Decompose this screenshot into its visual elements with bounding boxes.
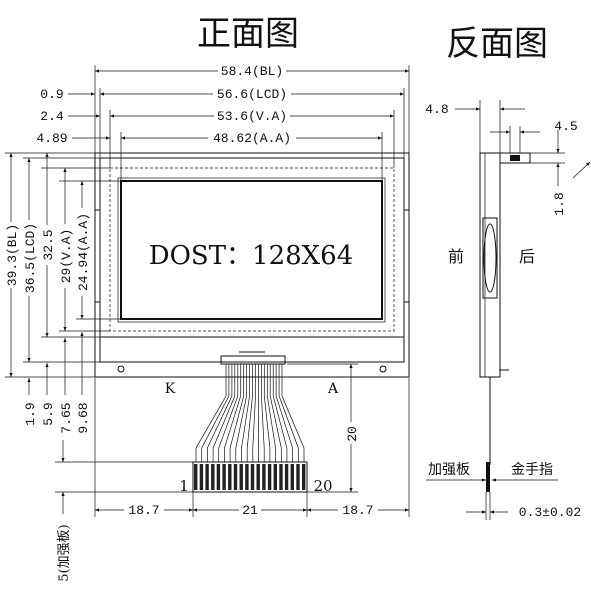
fpc-gold-finger [250,464,255,490]
side-gold-finger-label: 金手指 [511,462,553,478]
fpc-gold-finger [239,464,243,490]
pin-last-label: 20 [313,477,332,495]
side-connector [482,217,498,299]
fpc-trace [224,364,242,462]
dim-offset-1: 2.4 [40,109,64,124]
dim-stiffener: 5(加强板) [57,524,72,581]
led-hole-left [117,365,125,373]
dim-bottom-offset-1: 5.9 [41,402,56,425]
fpc-gold-fingers [194,464,306,490]
fpc-gold-finger [211,464,215,490]
dim-bottom-middle: 21 [242,503,258,518]
dim-lcd-width: 56.6(LCD) [217,87,287,102]
fpc-gold-finger [279,464,283,490]
fpc-trace [281,364,305,462]
fpc-gold-finger [284,464,289,490]
side-front-label: 前 [448,247,464,266]
dim-lcd-height: 36.5(LCD) [23,223,38,293]
dim-bl-height: 39.3(BL) [5,224,20,286]
fpc-gold-finger [256,464,260,490]
fpc-trace [201,364,230,462]
fpc-gold-finger [222,464,226,490]
lcd-glass-outline [99,157,405,363]
fpc-gold-finger [228,464,232,490]
horizontal-dimensions: 58.4(BL) 56.6(LCD) 53.6(V.A) 48.62(A.A) … [36,63,410,181]
fpc-connector [220,355,286,365]
active-area-outline [120,180,383,320]
side-dim-tab-offset: 1.8 [552,192,567,215]
fpc-gold-finger [267,464,272,490]
marker-k: K [165,381,176,397]
fpc-stiffener [192,461,308,493]
fpc-trace [207,364,233,462]
bottom-dimensions: 18.7 21 18.7 [94,378,410,518]
dim-bottom-offset-3: 9.68 [76,402,91,433]
dim-bottom-left: 18.7 [128,503,159,518]
vertical-dimensions: 39.3(BL) 36.5(LCD) 32.5 29(V.A) 24.94(A.… [4,152,121,434]
fpc-gold-finger [245,464,249,490]
fpc-trace [229,364,245,462]
back-view-title: 反面图 [446,24,548,64]
fpc-gold-finger [199,464,204,490]
fpc-gold-finger [290,464,294,490]
fpc-trace [212,364,236,462]
dim-bl-width: 58.4(BL) [221,64,283,79]
dim-bottom-right: 18.7 [342,503,373,518]
fpc-gold-finger [233,464,238,490]
dim-aa-width: 48.62(A.A) [213,131,291,146]
side-top-tab [499,152,531,164]
fpc-cable: 1 20 [179,351,333,495]
fpc-gold-finger [205,464,209,490]
fpc-trace [241,364,250,462]
dim-32-5-height: 32.5 [41,229,56,260]
backlight-outline [94,152,410,378]
fpc-trace [195,364,227,462]
dim-va-height: 29(V.A) [59,229,74,284]
fpc-trace [218,364,239,462]
side-back-label: 后 [519,247,535,266]
fpc-gold-finger [194,464,198,490]
fpc-gold-finger [262,464,266,490]
fpc-gold-finger [216,464,221,490]
display-text: DOST：128X64 [149,241,354,271]
side-stiffener-label: 加强板 [428,462,470,478]
fpc-trace [275,364,293,462]
fpc-gold-finger [296,464,300,490]
dim-va-width: 53.6(V.A) [217,109,287,124]
side-dim-top-width: 4.8 [425,102,448,117]
fpc-trace [261,364,265,462]
fpc-trace [269,364,282,462]
dim-bottom-offset-0: 1.9 [23,402,38,425]
dim-offset-0: 0.9 [40,87,63,102]
fpc-trace [252,364,256,462]
fpc-trace [272,364,288,462]
front-view-title: 正面图 [197,14,299,54]
fpc-dimensions: 20 5(加强板) [55,363,360,582]
side-view: 前 后 4.8 4.5 1.8 加强板 金手指 0.3±0.02 [425,100,591,520]
dim-fpc-length: 20 [345,426,360,442]
fpc-trace [278,364,299,462]
fpc-trace [263,364,271,462]
marker-a: A [327,381,339,397]
dim-offset-2: 4.89 [36,131,67,146]
active-area-border [117,177,386,323]
fpc-trace [266,364,276,462]
dim-bottom-offset-2: 7.65 [59,402,74,433]
side-lens [483,223,497,293]
side-dim-fpc-thickness: 0.3±0.02 [519,505,581,520]
fpc-trace [246,364,253,462]
fpc-gold-finger [302,464,306,490]
dim-aa-height: 24.94(A.A) [76,213,91,291]
side-top-tab-fill [510,155,520,161]
side-stiffener [486,462,490,492]
fpc-trace [235,364,247,462]
side-dim-tab-width: 4.5 [554,119,577,134]
viewing-area-outline [109,167,395,332]
led-hole-right [379,365,387,373]
front-view: DOST：128X64 K A [94,152,410,397]
pin-first-label: 1 [179,477,189,495]
fpc-traces [195,364,305,462]
fpc-gold-finger [273,464,277,490]
